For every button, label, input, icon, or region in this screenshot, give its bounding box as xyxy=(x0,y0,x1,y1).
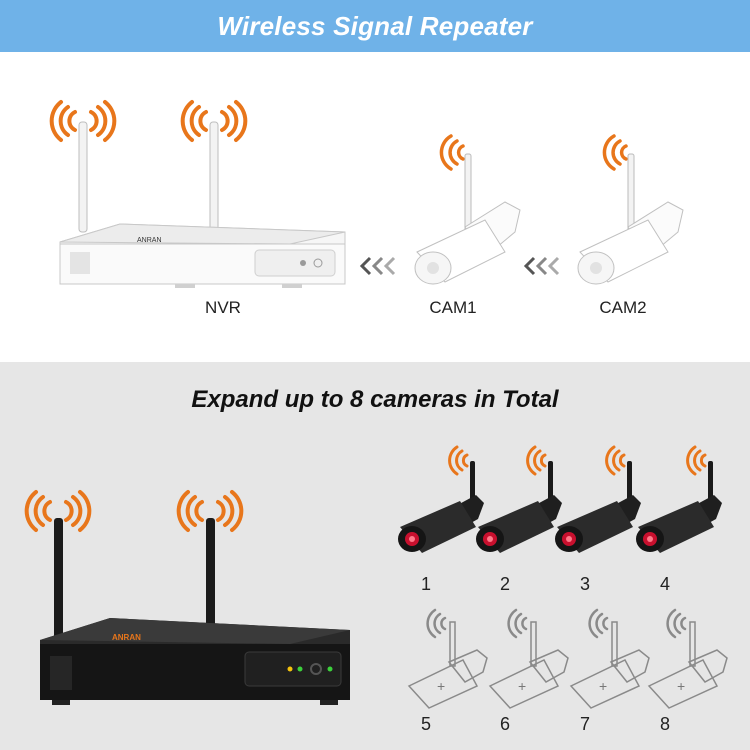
signal-icon xyxy=(180,100,248,142)
camera-number-3: 3 xyxy=(579,574,590,594)
banner-title: Wireless Signal Repeater xyxy=(217,10,533,41)
signal-icon xyxy=(507,608,528,639)
repeater-diagram: ANRAN NVR CAM1 CAM2 xyxy=(0,52,750,362)
camera-number-4: 4 xyxy=(659,574,670,594)
chevrons-left-icon xyxy=(359,256,396,276)
signal-icon xyxy=(439,134,465,171)
signal-icon xyxy=(24,490,92,532)
signal-icon xyxy=(666,608,687,639)
camera-number-8: 8 xyxy=(659,714,670,734)
cam1-label: CAM1 xyxy=(429,298,477,317)
camera-number-1: 1 xyxy=(420,574,431,594)
cam2-image xyxy=(577,134,684,285)
signal-icon xyxy=(605,445,626,476)
camera-slot-7: + xyxy=(569,608,650,709)
plus-icon: + xyxy=(437,678,445,694)
banner: Wireless Signal Repeater xyxy=(0,0,750,52)
camera-number-7: 7 xyxy=(579,714,590,734)
camera-active-3 xyxy=(555,445,641,553)
brand-logo: ANRAN xyxy=(137,237,162,244)
signal-icon xyxy=(448,445,469,476)
camera-number-2: 2 xyxy=(499,574,510,594)
signal-icon xyxy=(526,445,547,476)
expand-title: Expand up to 8 cameras in Total xyxy=(191,386,559,413)
camera-active-4 xyxy=(636,445,722,553)
brand-logo: ANRAN xyxy=(112,633,141,642)
camera-slot-8: + xyxy=(647,608,728,709)
signal-icon xyxy=(176,490,244,532)
nvr-black-image: ANRAN xyxy=(24,490,350,705)
camera-number-5: 5 xyxy=(420,714,431,734)
cam2-label: CAM2 xyxy=(599,298,647,317)
camera-number-6: 6 xyxy=(499,714,510,734)
signal-icon xyxy=(426,608,447,639)
chevrons-left-icon xyxy=(523,256,560,276)
camera-slot-5: + xyxy=(407,608,488,709)
signal-icon xyxy=(49,100,117,142)
signal-icon xyxy=(588,608,609,639)
camera-active-2 xyxy=(476,445,562,553)
signal-icon xyxy=(602,134,628,171)
camera-slot-6: + xyxy=(488,608,569,709)
cam1-image xyxy=(414,134,521,285)
plus-icon: + xyxy=(518,678,526,694)
plus-icon: + xyxy=(599,678,607,694)
plus-icon: + xyxy=(677,678,685,694)
camera-active-1 xyxy=(398,445,484,553)
signal-icon xyxy=(686,445,707,476)
nvr-white-image: ANRAN xyxy=(49,100,346,288)
expand-section: Expand up to 8 cameras in Total ANRAN xyxy=(0,362,750,750)
nvr-label: NVR xyxy=(205,298,241,317)
